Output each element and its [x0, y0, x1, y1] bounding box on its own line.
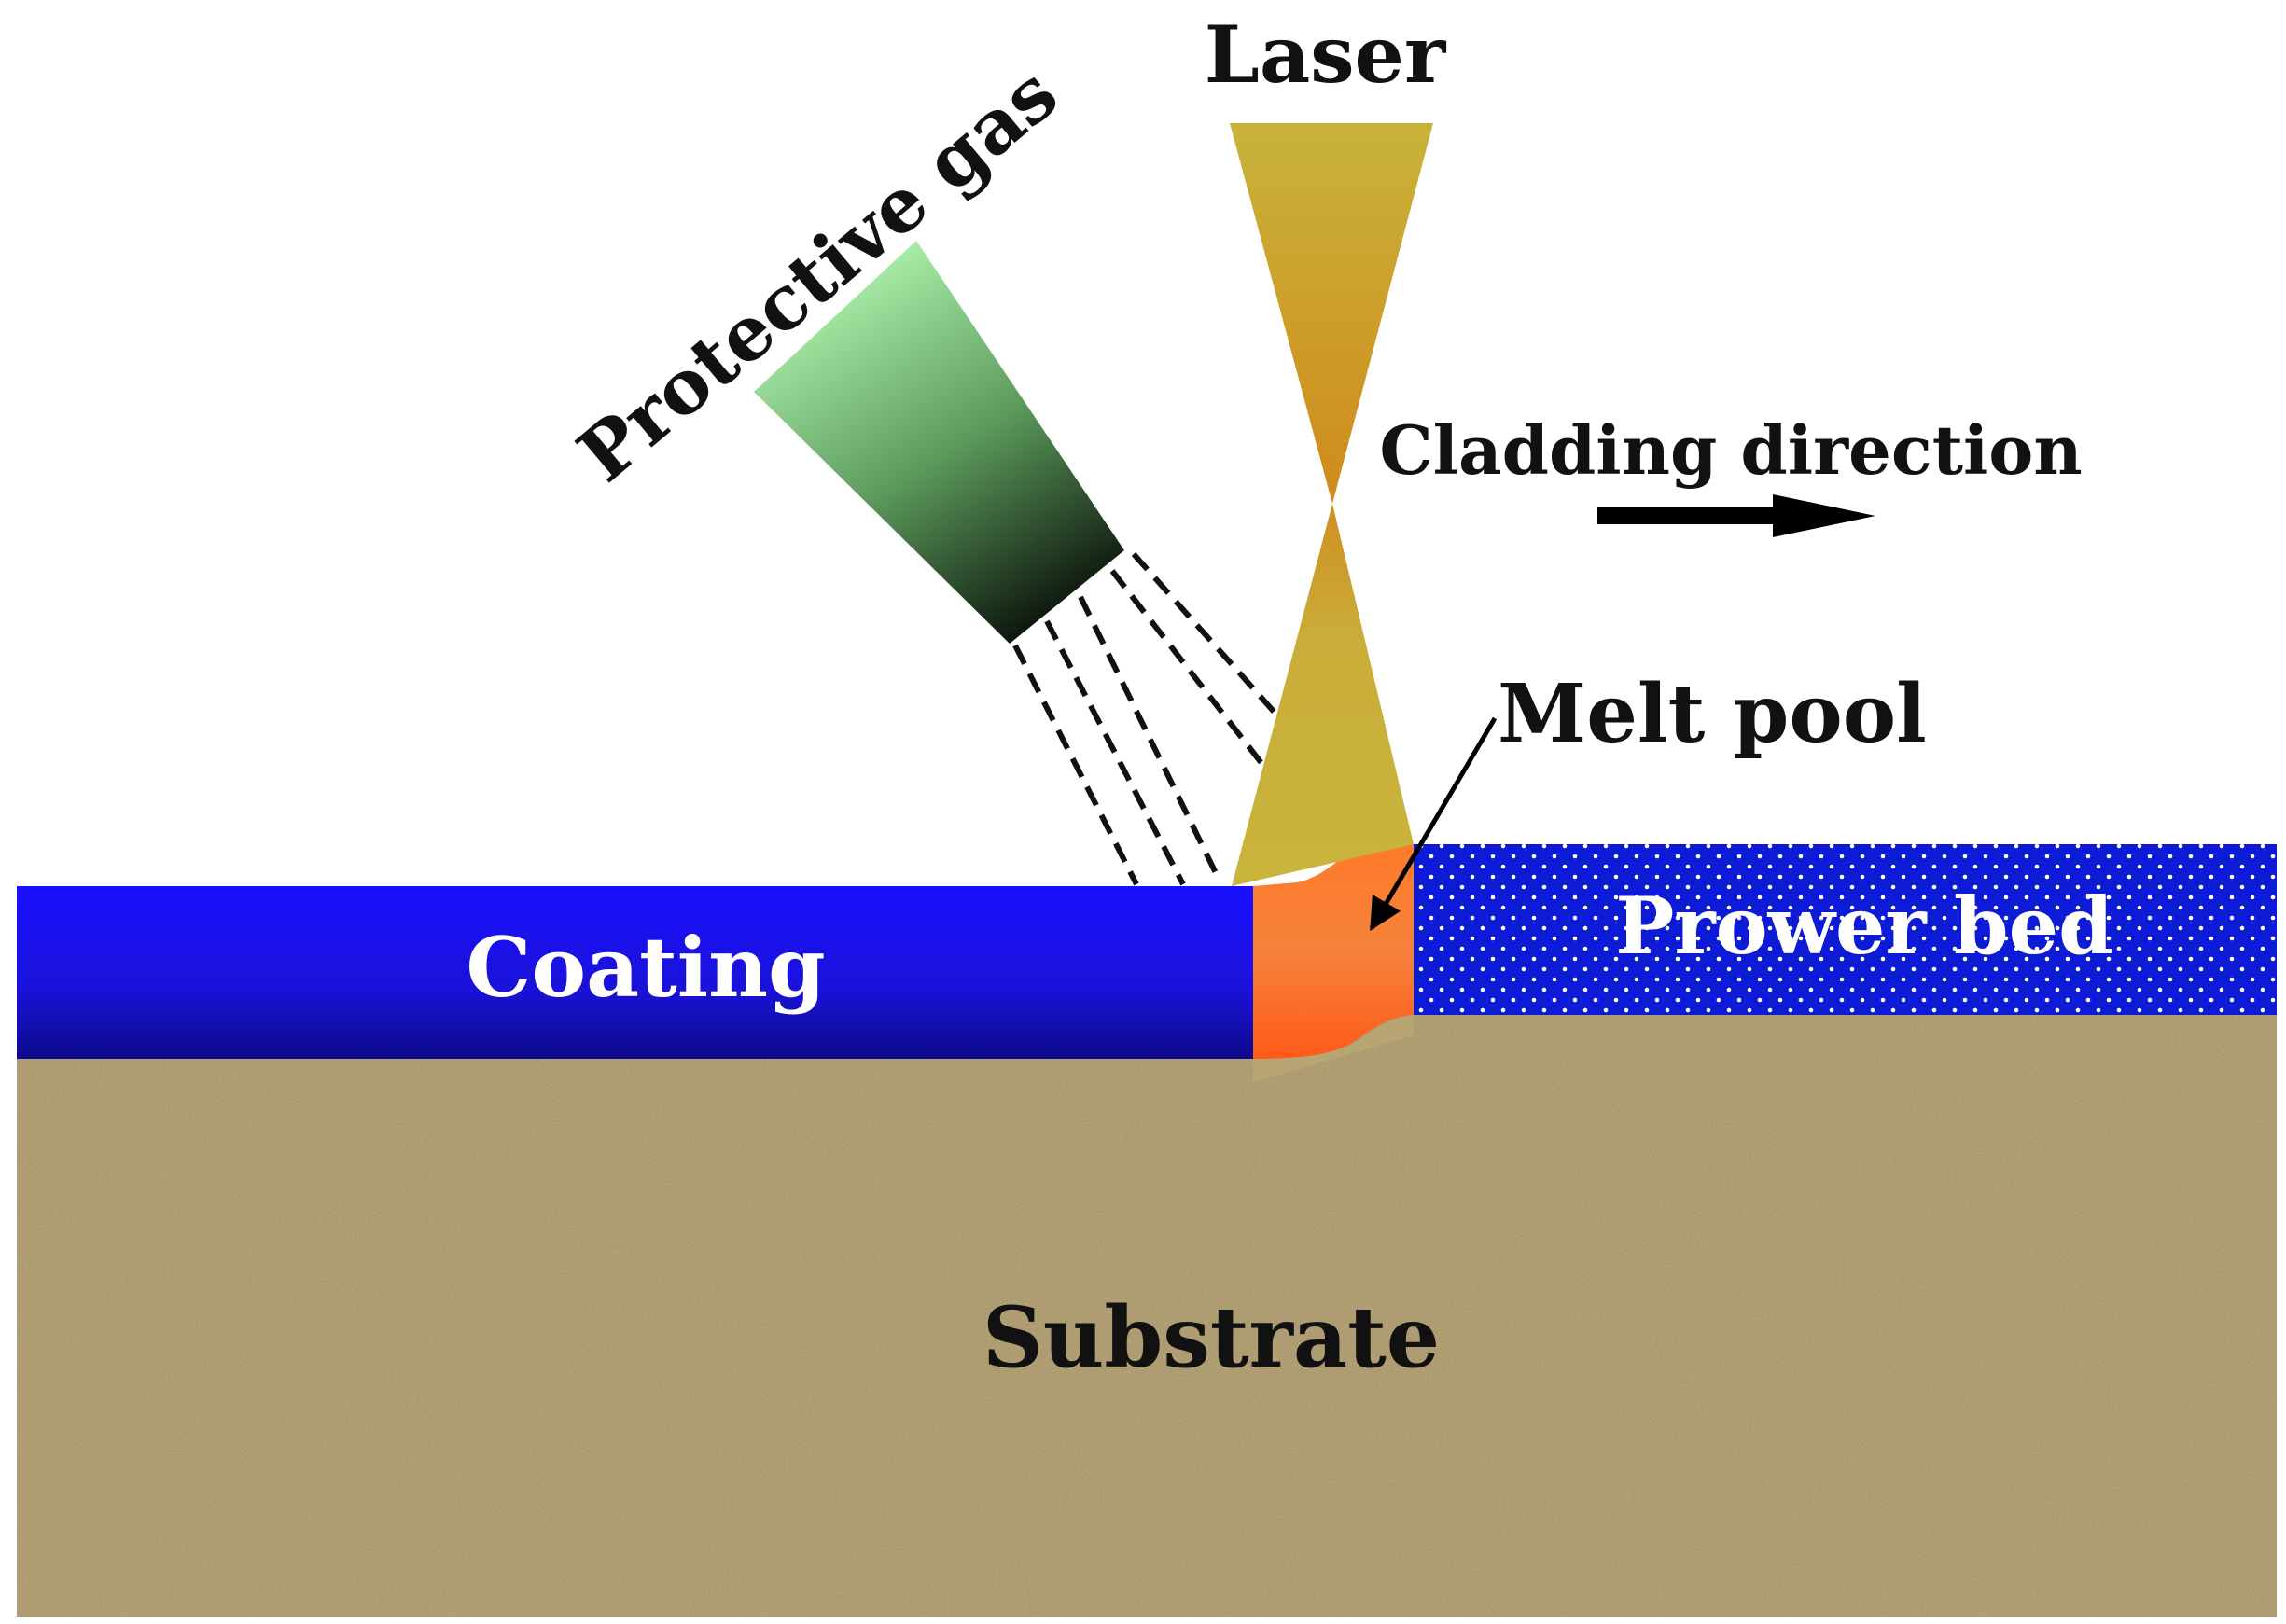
coating-label: Coating: [466, 919, 825, 1016]
coating-layer: [17, 886, 1253, 1059]
powder-bed-layer: [1414, 844, 2277, 1015]
powder-bed-label: Prower bed: [1615, 880, 2113, 972]
substrate-label: Substrate: [983, 1288, 1440, 1387]
gas-nozzle: [754, 241, 1124, 644]
right-arrow-icon: [1597, 494, 1875, 537]
gas-flow-lines: [1012, 552, 1279, 886]
substrate-dip: [1253, 1015, 1414, 1082]
pointer-arrow-icon: [1369, 716, 1498, 932]
laser-label: Laser: [1205, 8, 1447, 101]
laser-beam: [1230, 123, 1433, 886]
substrate: [17, 1015, 2277, 1617]
cladding-direction-label: Cladding direction: [1379, 410, 2082, 490]
melt-pool-label: Melt pool: [1498, 667, 1927, 761]
